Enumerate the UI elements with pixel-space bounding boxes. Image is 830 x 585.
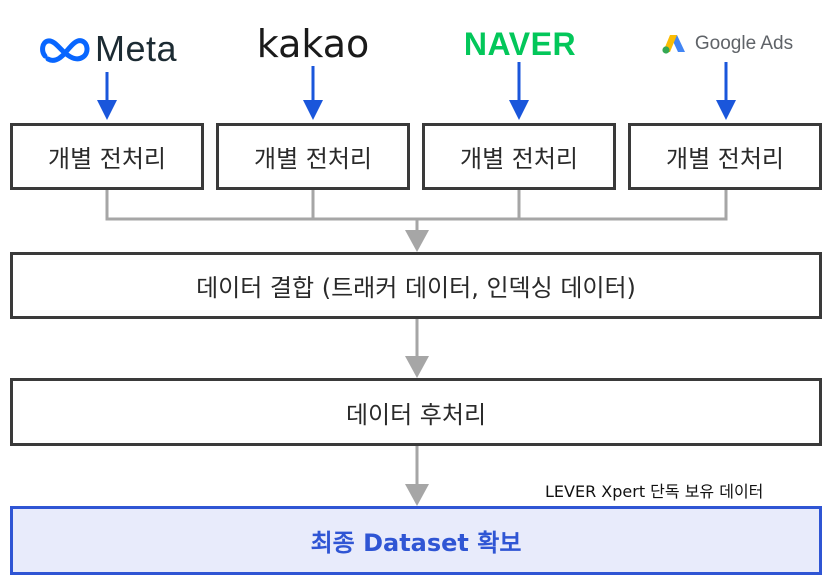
arrowhead-to-final	[405, 484, 429, 506]
preprocess-box-google: 개별 전처리	[628, 123, 822, 190]
google-ads-wordmark: Google Ads	[694, 33, 794, 54]
preprocess-box-kakao: 개별 전처리	[216, 123, 410, 190]
kakao-wordmark: kakao	[256, 22, 370, 66]
preprocess-box-naver: 개별 전처리	[422, 123, 616, 190]
preprocess-box-meta: 개별 전처리	[10, 123, 204, 190]
arrowhead-to-merge	[405, 230, 429, 252]
merge-box: 데이터 결합 (트래커 데이터, 인덱싱 데이터)	[10, 252, 822, 319]
meta-infinity-icon	[40, 38, 90, 63]
kakao-logo: kakao	[250, 22, 376, 66]
logo-arrows	[97, 62, 736, 120]
postprocess-box: 데이터 후처리	[10, 378, 822, 446]
arrowhead-meta	[97, 100, 117, 120]
arrowhead-kakao	[303, 100, 323, 120]
final-dataset-box: 최종 Dataset 확보	[10, 506, 822, 575]
google-ads-logo: Google Ads	[652, 28, 802, 60]
meta-wordmark: Meta	[94, 28, 178, 69]
naver-wordmark: NAVER	[463, 25, 577, 62]
naver-logo: NAVER	[448, 24, 592, 64]
google-ads-icon	[662, 35, 685, 54]
exclusive-data-note: LEVER Xpert 단독 보유 데이터	[545, 482, 764, 501]
merge-bracket	[105, 190, 728, 232]
arrowhead-to-post	[405, 356, 429, 378]
arrowhead-google	[716, 100, 736, 120]
arrowhead-naver	[509, 100, 529, 120]
meta-logo: Meta	[28, 26, 188, 72]
